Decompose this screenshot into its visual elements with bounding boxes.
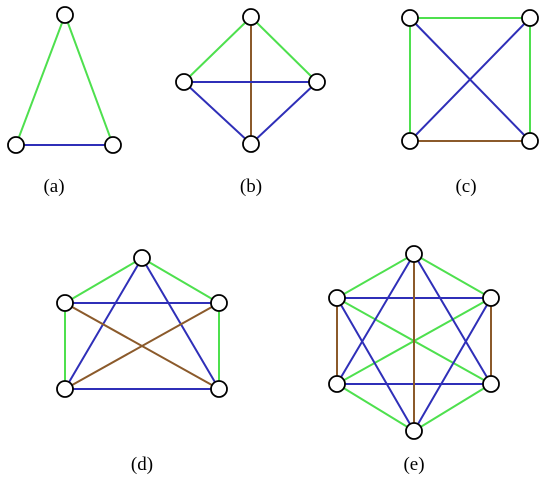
- caption-e: (e): [403, 454, 424, 475]
- node-c-0: [401, 9, 419, 27]
- nodes-layer: [7, 6, 539, 440]
- edge-e-0-1-green: [336, 253, 415, 299]
- node-b-2: [308, 73, 326, 91]
- edge-e-4-5-green: [413, 383, 492, 432]
- caption-c: (c): [455, 176, 476, 197]
- edge-b-0-1-green: [183, 16, 252, 83]
- captions-layer: (a) (b) (c) (d) (e): [43, 176, 476, 475]
- edge-c-1-2-blue: [409, 17, 531, 142]
- node-d-2: [210, 294, 228, 312]
- node-d-0: [133, 249, 151, 267]
- node-d-4: [210, 380, 228, 398]
- edge-e-0-2-green: [413, 253, 492, 299]
- edge-e-3-5-green: [336, 383, 415, 432]
- caption-b: (b): [240, 176, 262, 197]
- edge-d-0-2-green: [141, 257, 220, 304]
- edge-e-0-4-blue: [413, 253, 492, 385]
- edge-e-2-5-blue: [413, 297, 492, 432]
- node-b-0: [242, 8, 260, 26]
- node-c-2: [401, 132, 419, 150]
- edge-b-2-3-blue: [250, 81, 318, 145]
- node-e-4: [482, 375, 500, 393]
- edge-b-1-3-blue: [183, 81, 252, 145]
- edge-e-0-3-blue: [336, 253, 415, 385]
- node-d-3: [56, 380, 74, 398]
- caption-d: (d): [131, 454, 153, 475]
- node-a-2: [104, 136, 122, 154]
- edge-a-0-1-green: [15, 14, 66, 146]
- edge-d-0-1-green: [64, 257, 143, 304]
- node-c-1: [521, 9, 539, 27]
- node-e-5: [405, 422, 423, 440]
- edge-a-0-2-green: [64, 14, 114, 146]
- edge-b-0-2-green: [250, 16, 318, 83]
- node-e-0: [405, 245, 423, 263]
- node-e-1: [328, 289, 346, 307]
- node-b-3: [242, 135, 260, 153]
- caption-a: (a): [43, 176, 64, 197]
- node-b-1: [175, 73, 193, 91]
- edges-layer: [15, 14, 531, 432]
- edge-e-1-5-blue: [336, 297, 415, 432]
- node-e-2: [482, 289, 500, 307]
- node-a-1: [7, 136, 25, 154]
- edge-d-2-3-brown: [64, 302, 220, 390]
- node-e-3: [328, 375, 346, 393]
- node-c-3: [521, 132, 539, 150]
- node-a-0: [56, 6, 74, 24]
- node-d-1: [56, 294, 74, 312]
